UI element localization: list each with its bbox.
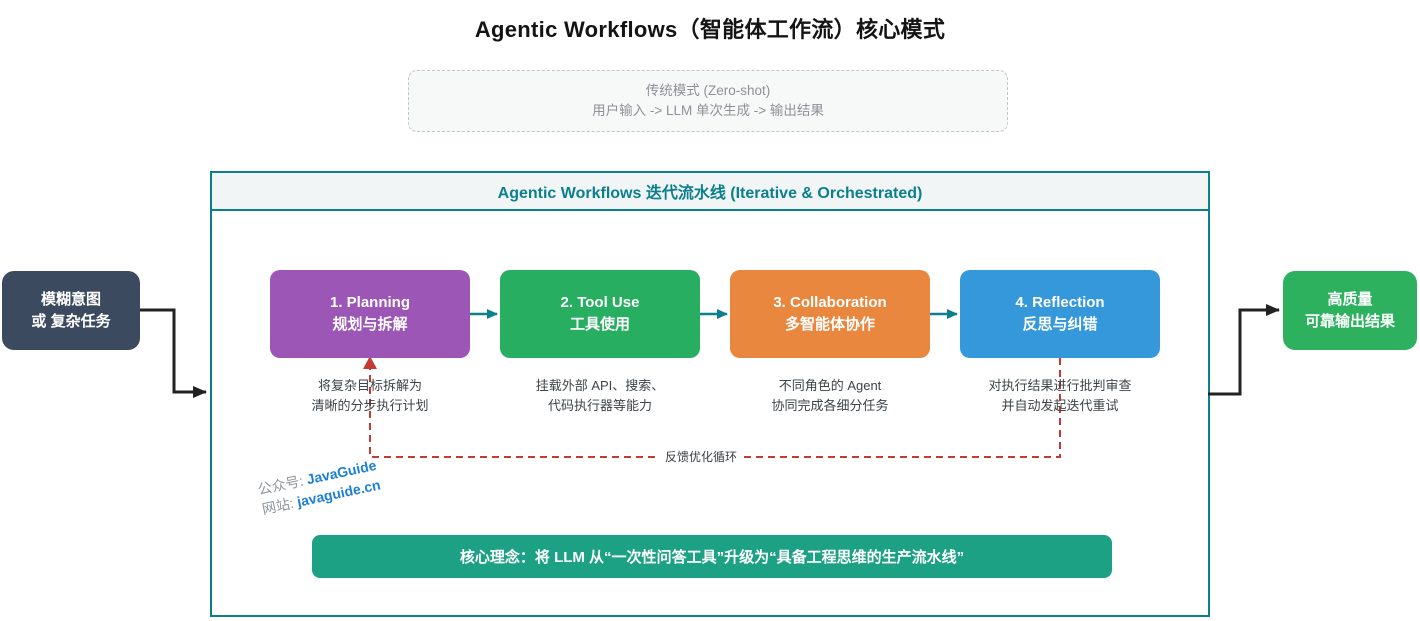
stage-reflection-title-en: 4. Reflection (1015, 294, 1105, 311)
stage-planning-desc-line1: 将复杂目标拆解为 (317, 378, 422, 393)
traditional-mode-box: 传统模式 (Zero-shot) 用户输入 -> LLM 单次生成 -> 输出结… (408, 70, 1008, 132)
traditional-mode-flow: 用户输入 -> LLM 单次生成 -> 输出结果 (592, 103, 824, 118)
stage-tool-use-title-zh: 工具使用 (569, 316, 630, 333)
feedback-loop-label: 反馈优化循环 (660, 449, 743, 466)
stage-reflection: 4. Reflection 反思与纠错 (960, 270, 1160, 358)
stage-planning-desc-line2: 清晰的分步执行计划 (311, 398, 429, 413)
stage-planning: 1. Planning 规划与拆解 (270, 270, 470, 358)
output-node: 高质量 可靠输出结果 (1283, 271, 1417, 350)
output-node-line2: 可靠输出结果 (1304, 312, 1395, 330)
stage-planning-desc: 将复杂目标拆解为 清晰的分步执行计划 (260, 376, 480, 416)
stage-reflection-title-zh: 反思与纠错 (1022, 316, 1098, 333)
output-node-line1: 高质量 (1327, 290, 1373, 308)
input-node-line2: 或 复杂任务 (31, 312, 111, 330)
input-node-line1: 模糊意图 (40, 290, 101, 308)
core-idea-text: 核心理念：将 LLM 从“一次性问答工具”升级为“具备工程思维的生产流水线” (459, 549, 965, 566)
input-node: 模糊意图 或 复杂任务 (2, 271, 140, 350)
stage-reflection-desc-line1: 对执行结果进行批判审查 (988, 378, 1132, 393)
stage-tool-use-desc: 挂载外部 API、搜索、 代码执行器等能力 (490, 376, 710, 416)
stage-collaboration: 3. Collaboration 多智能体协作 (730, 270, 930, 358)
connector-output-arrow (1208, 304, 1280, 396)
pipeline-header: Agentic Workflows 迭代流水线 (Iterative & Orc… (212, 173, 1208, 211)
stage-tool-use-desc-line1: 挂载外部 API、搜索、 (535, 378, 665, 393)
stage-tool-use-desc-line2: 代码执行器等能力 (547, 398, 652, 413)
stage-tool-use-title-en: 2. Tool Use (560, 294, 640, 311)
stage-collaboration-desc-line2: 协同完成各细分任务 (771, 398, 889, 413)
core-idea-box: 核心理念：将 LLM 从“一次性问答工具”升级为“具备工程思维的生产流水线” (312, 535, 1112, 578)
stage-tool-use: 2. Tool Use 工具使用 (500, 270, 700, 358)
stage-collaboration-title-zh: 多智能体协作 (784, 316, 875, 333)
stage-planning-title-zh: 规划与拆解 (332, 316, 408, 333)
stage-reflection-desc: 对执行结果进行批判审查 并自动发起迭代重试 (950, 376, 1170, 416)
stage-collaboration-title-en: 3. Collaboration (773, 294, 887, 311)
stage-collaboration-desc-line1: 不同角色的 Agent (778, 378, 882, 393)
stage-reflection-desc-line2: 并自动发起迭代重试 (1001, 398, 1119, 413)
stage-planning-title-en: 1. Planning (329, 294, 410, 311)
stage-collaboration-desc: 不同角色的 Agent 协同完成各细分任务 (720, 376, 940, 416)
connector-input-arrow (140, 308, 207, 398)
traditional-mode-title: 传统模式 (Zero-shot) (645, 83, 771, 98)
page-title: Agentic Workflows（智能体工作流）核心模式 (474, 17, 946, 42)
